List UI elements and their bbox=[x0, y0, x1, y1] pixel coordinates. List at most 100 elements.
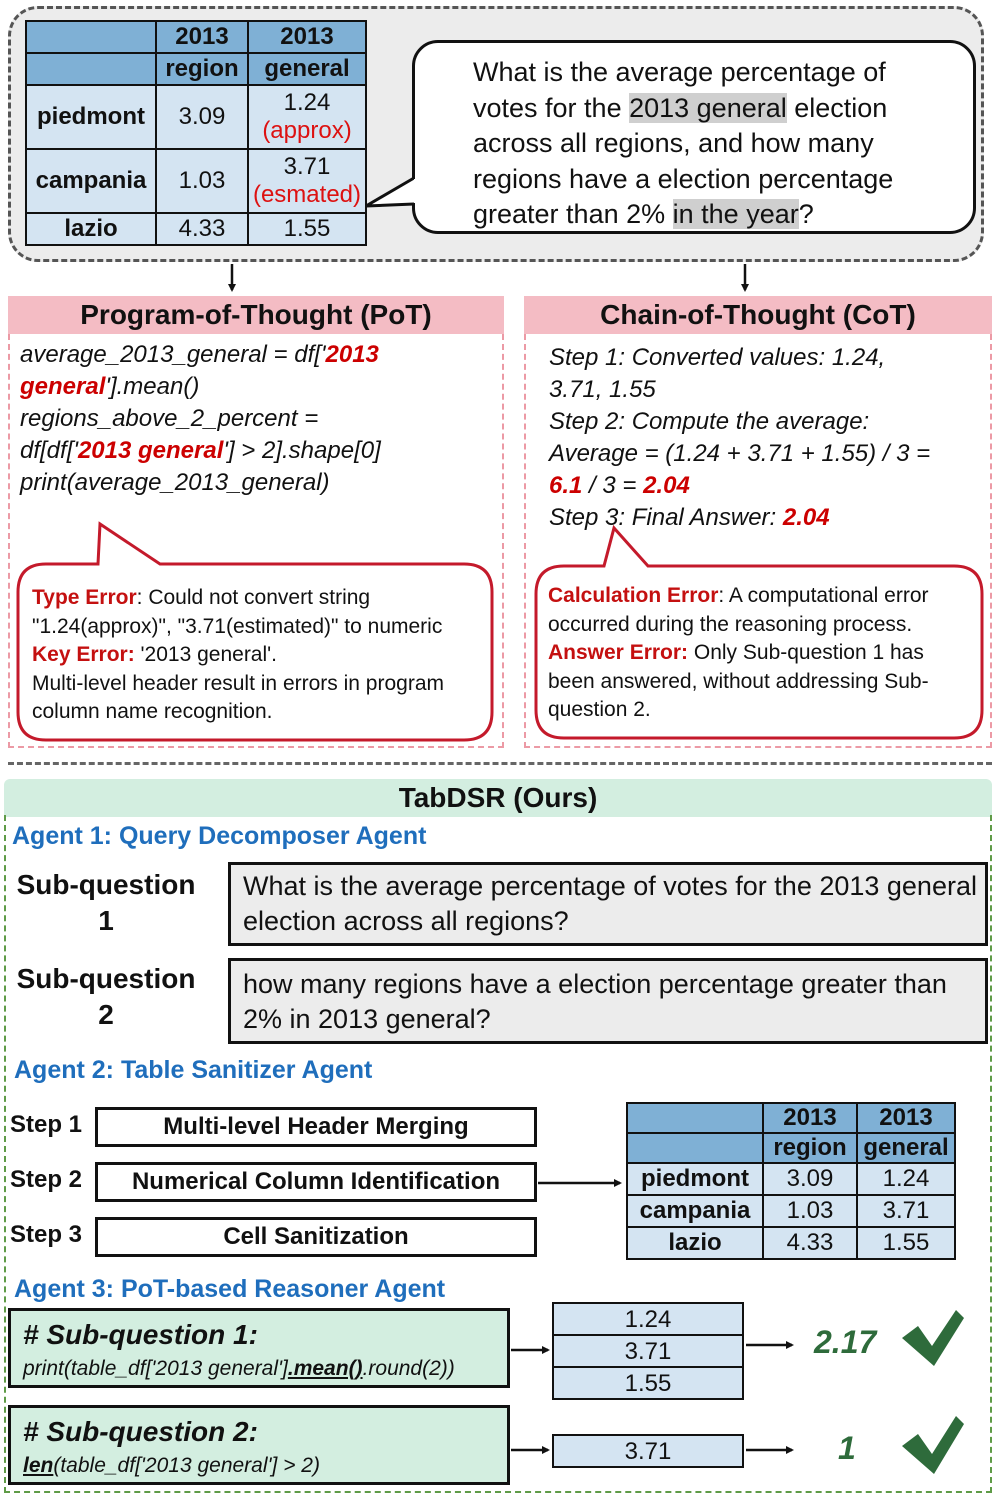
cell-note: (approx) bbox=[262, 117, 352, 144]
answer-error-label: Answer Error: bbox=[548, 641, 689, 664]
step-line: 6.1 / 3 = 2.04 bbox=[549, 470, 989, 502]
subq2-label: Sub-question 2 bbox=[8, 961, 204, 1033]
question-text-part: votes for the bbox=[473, 92, 630, 123]
subq-label-text: Sub-question bbox=[16, 869, 196, 900]
header-corner-2 bbox=[25, 52, 157, 86]
header-year-general: 2013 bbox=[856, 1102, 956, 1134]
pot-subq1-title: # Sub-question 1: bbox=[23, 1319, 258, 1350]
error-line: column name recognition. bbox=[32, 700, 273, 723]
question-line: What is the average percentage of bbox=[473, 57, 886, 87]
code-line: general'].mean() bbox=[20, 371, 500, 403]
answer-subq1: 2.17 bbox=[814, 1324, 877, 1360]
cot-error-text: Calculation Error: A computational error… bbox=[548, 582, 988, 725]
question-highlight: in the year bbox=[672, 199, 799, 229]
pot-subq1-code: print(table_df['2013 general'].mean().ro… bbox=[23, 1357, 455, 1381]
error-line: Multi-level header result in errors in p… bbox=[32, 671, 444, 695]
error-line: Type Error: Could not convert string bbox=[32, 584, 498, 613]
row-label-lazio: lazio bbox=[25, 212, 157, 246]
header-general: general bbox=[247, 52, 367, 86]
code-keyword: 2013 bbox=[325, 341, 379, 368]
question-bubble: What is the average percentage of votes … bbox=[412, 40, 976, 234]
cell-piedmont-general: 1.24(approx) bbox=[247, 84, 367, 150]
header-year-region: 2013 bbox=[762, 1102, 858, 1134]
clean-table: 2013 2013 region general piedmont 3.09 1… bbox=[626, 1102, 956, 1260]
step3-label: Step 3 bbox=[10, 1221, 83, 1248]
error-text: '2013 general'. bbox=[134, 643, 277, 666]
type-error-label: Type Error bbox=[32, 586, 137, 609]
question-text-part: greater than 2% bbox=[473, 199, 673, 229]
cot-error-bubble bbox=[534, 524, 984, 740]
error-line: "1.24(approx)", "3.71(estimated)" to num… bbox=[32, 614, 443, 638]
cell-lazio-region: 4.33 bbox=[762, 1226, 858, 1260]
subq-label-text: Sub-question bbox=[16, 963, 196, 994]
step-line: Average = (1.24 + 3.71 + 1.55) / 3 = bbox=[549, 440, 931, 467]
cot-steps: Step 1: Converted values: 1.24, 3.71, 1.… bbox=[549, 342, 989, 534]
step-text: / 3 = bbox=[582, 472, 644, 499]
question-line: across all regions, and how many bbox=[473, 128, 874, 158]
key-error-label: Key Error: bbox=[32, 643, 135, 666]
code-keyword: 2013 general bbox=[77, 437, 224, 464]
subq1-label: Sub-question 1 bbox=[8, 867, 204, 939]
question-line: greater than 2% in the year? bbox=[473, 197, 953, 233]
step-line: Step 1: Converted values: 1.24, bbox=[549, 344, 886, 371]
pot-subq2-box: # Sub-question 2: len(table_df['2013 gen… bbox=[8, 1405, 510, 1485]
pot-subq2-code: len(table_df['2013 general'] > 2) bbox=[23, 1454, 320, 1478]
pot-subq1-box: # Sub-question 1: print(table_df['2013 g… bbox=[8, 1308, 510, 1388]
header-region: region bbox=[155, 52, 249, 86]
cell-lazio-region: 4.33 bbox=[155, 212, 249, 246]
error-line: been answered, without addressing Sub- bbox=[548, 669, 929, 693]
header-year-region: 2013 bbox=[155, 20, 249, 54]
source-table: 2013 2013 region general piedmont 3.09 1… bbox=[25, 20, 367, 246]
cot-panel bbox=[524, 334, 992, 748]
error-line: Key Error: '2013 general'. bbox=[32, 641, 498, 670]
cell-piedmont-general: 1.24 bbox=[856, 1162, 956, 1196]
question-text: What is the average percentage of votes … bbox=[473, 55, 953, 233]
error-line: Answer Error: Only Sub-question 1 has bbox=[548, 639, 988, 668]
cell-lazio-general: 1.55 bbox=[247, 212, 367, 246]
subq-label-number: 2 bbox=[98, 999, 114, 1030]
calculation-error-label: Calculation Error bbox=[548, 584, 719, 607]
cell-campania-general: 3.71(esmated) bbox=[247, 148, 367, 214]
cell-piedmont-region: 3.09 bbox=[762, 1162, 858, 1196]
value-cell: 3.71 bbox=[552, 1434, 744, 1468]
code-text: '] > 2].shape[0] bbox=[223, 437, 381, 464]
cell-value: 3.71 bbox=[283, 153, 331, 180]
cell-note: (esmated) bbox=[252, 181, 362, 208]
tabdsr-header: TabDSR (Ours) bbox=[4, 779, 992, 817]
error-text: : A computational error bbox=[718, 584, 929, 607]
row-label-campania: campania bbox=[25, 148, 157, 214]
question-line: regions have a election percentage bbox=[473, 163, 894, 194]
code-line: average_2013_general = df['2013 bbox=[20, 339, 500, 371]
code-line: regions_above_2_percent = bbox=[20, 405, 319, 432]
code-method: .mean() bbox=[287, 1357, 363, 1380]
wrong-average: 2.04 bbox=[643, 472, 690, 499]
answer-subq2: 1 bbox=[838, 1430, 856, 1466]
question-bubble-tail bbox=[365, 176, 415, 208]
header-corner-2 bbox=[626, 1132, 764, 1164]
header-region: region bbox=[762, 1132, 858, 1164]
pot-code: average_2013_general = df['2013 general'… bbox=[20, 339, 500, 499]
step1-label: Step 1 bbox=[10, 1111, 83, 1138]
code-text: print(table_df['2013 general'] bbox=[23, 1357, 288, 1380]
question-line: votes for the 2013 general election bbox=[473, 91, 953, 127]
subq-label-number: 1 bbox=[98, 905, 114, 936]
error-text: : Could not convert string bbox=[136, 586, 371, 609]
agent1-title: Agent 1: Query Decomposer Agent bbox=[12, 822, 427, 850]
error-text: Only Sub-question 1 has bbox=[688, 641, 924, 664]
row-label-campania: campania bbox=[626, 1194, 764, 1228]
error-line: question 2. bbox=[548, 698, 651, 721]
subq2-box: how many regions have a election percent… bbox=[228, 958, 988, 1044]
cot-header: Chain-of-Thought (CoT) bbox=[524, 296, 992, 334]
code-text: average_2013_general = df[' bbox=[20, 341, 326, 368]
agent3-title: Agent 3: PoT-based Reasoner Agent bbox=[14, 1275, 446, 1303]
cell-campania-region: 1.03 bbox=[762, 1194, 858, 1228]
code-text: '].mean() bbox=[105, 373, 200, 400]
step2-label: Step 2 bbox=[10, 1166, 83, 1193]
step-line: 3.71, 1.55 bbox=[549, 376, 656, 403]
cell-campania-region: 1.03 bbox=[155, 148, 249, 214]
cell-piedmont-region: 3.09 bbox=[155, 84, 249, 150]
step1-box: Multi-level Header Merging bbox=[95, 1107, 537, 1147]
question-highlight: 2013 general bbox=[629, 92, 787, 123]
code-text: .round(2)) bbox=[362, 1357, 455, 1380]
